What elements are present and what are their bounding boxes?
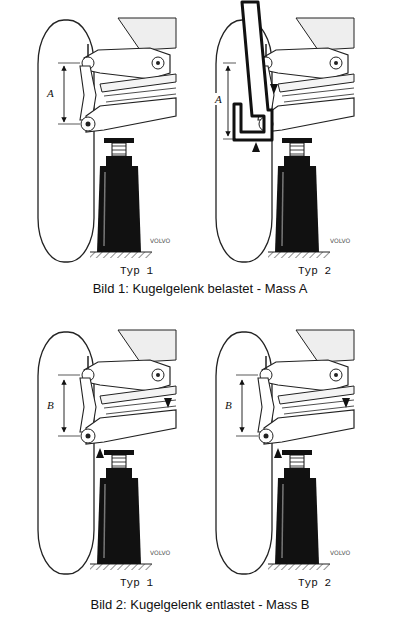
- dimension-ticks: [58, 375, 80, 436]
- stamp: VOLVO: [150, 238, 170, 245]
- stamp: VOLVO: [330, 550, 350, 557]
- type-label: Typ 1: [120, 577, 153, 589]
- dimension-label: B: [224, 399, 233, 411]
- force-arrow: [252, 142, 260, 152]
- panel-2-typ-2: [216, 330, 354, 574]
- force-arrow: [164, 398, 172, 408]
- dimension-a: [64, 66, 65, 122]
- figure-caption: Bild 1: Kugelgelenk belastet - Mass A: [0, 282, 400, 296]
- type-label: Typ 2: [298, 265, 331, 277]
- dimension-label: A: [46, 87, 55, 99]
- force-arrow: [270, 84, 278, 94]
- type-label: Typ 1: [120, 265, 153, 277]
- stamp: VOLVO: [150, 550, 170, 557]
- dimension-ticks: [236, 375, 258, 436]
- force-arrow: [96, 448, 104, 458]
- dimension-a: [228, 66, 229, 136]
- suspension: [38, 18, 176, 262]
- type-label: Typ 2: [298, 577, 331, 589]
- measuring-tool: [234, 2, 272, 140]
- dimension-b: [64, 380, 65, 432]
- dimension-ticks: [223, 63, 236, 139]
- stamp: VOLVO: [330, 238, 350, 245]
- force-arrow: [342, 398, 350, 408]
- panel-2-typ-1: [38, 330, 176, 574]
- dimension-ticks: [58, 63, 80, 124]
- suspension: [38, 330, 176, 574]
- dimension-b: [242, 380, 243, 432]
- dimension-label: B: [46, 399, 55, 411]
- panel-1-typ-2: [216, 2, 354, 262]
- dimension-label: A: [214, 93, 223, 105]
- panel-1-typ-1: [38, 18, 176, 262]
- suspension: [216, 330, 354, 574]
- figure-caption: Bild 2: Kugelgelenk entlastet - Mass B: [0, 598, 400, 612]
- force-arrow: [274, 448, 282, 458]
